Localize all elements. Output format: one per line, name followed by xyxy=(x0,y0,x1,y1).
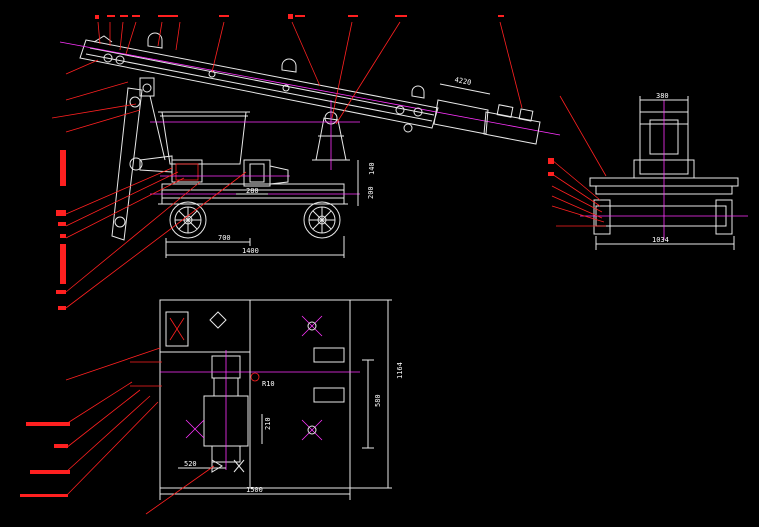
bolt-pattern-upper xyxy=(301,315,323,337)
dim-end-top-width: 380 xyxy=(656,92,669,100)
bolt-pattern-lower xyxy=(185,419,323,441)
dim-plan-offset: 520 xyxy=(184,460,197,468)
end-elevation-view: 380 1034 xyxy=(548,92,748,250)
lift-arm xyxy=(111,77,166,241)
boom-support-stand xyxy=(312,100,350,170)
dim-side-height-upper: 140 xyxy=(368,162,376,175)
dim-conveyor-section: 4220 xyxy=(454,76,472,87)
dim-plan-width: 1500 xyxy=(246,486,263,494)
inclined-conveyor-boom xyxy=(59,32,561,145)
dim-side-offset: 700 xyxy=(218,234,231,242)
left-callouts xyxy=(51,59,247,310)
side-dimensions: 280 700 1400 140 200 4220 xyxy=(165,76,491,258)
dim-plan-height-total: 1164 xyxy=(396,362,404,379)
rear-wheel xyxy=(303,201,341,239)
front-wheel xyxy=(169,201,207,239)
dim-plan-radius: R10 xyxy=(262,380,275,388)
drive-unit xyxy=(139,155,290,187)
top-callouts xyxy=(95,14,523,125)
dim-end-bottom-width: 1034 xyxy=(652,236,669,244)
side-elevation-view: 280 700 1400 140 200 4220 xyxy=(51,14,561,310)
dim-plan-height-inner: 580 xyxy=(374,394,382,407)
plan-view: 1164 580 210 1500 520 R10 xyxy=(20,299,404,515)
dim-side-height-lower: 200 xyxy=(367,186,375,199)
hopper xyxy=(150,111,360,165)
dim-plan-motor: 210 xyxy=(264,417,272,430)
dim-side-small: 280 xyxy=(246,187,259,195)
dim-side-length-total: 1400 xyxy=(242,247,259,255)
